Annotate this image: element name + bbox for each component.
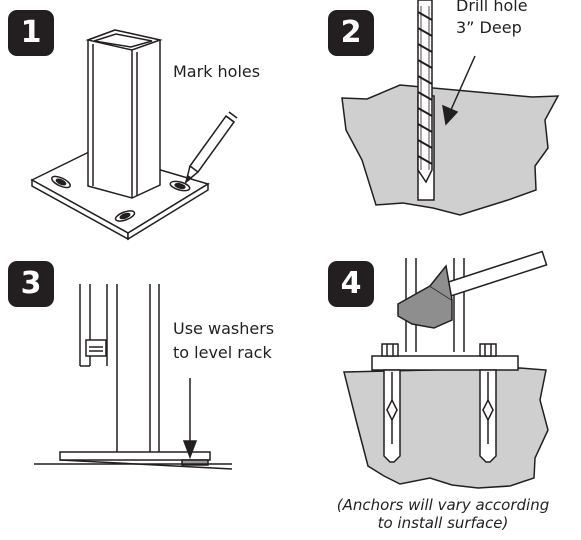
step-3-label-line2: to level rack — [173, 343, 272, 362]
step-1-label: Mark holes — [173, 62, 261, 81]
step-3-label-line1: Use washers — [173, 319, 275, 338]
step-1-number: 1 — [20, 15, 42, 50]
step-4-caption-line1: (Anchors will vary according — [336, 496, 550, 514]
concrete-block — [343, 367, 549, 489]
step4-illustration — [343, 250, 549, 489]
step-3-number: 3 — [20, 266, 42, 301]
step-3-badge: 3 — [8, 261, 54, 307]
step-4-badge: 4 — [328, 261, 374, 307]
step-1-badge: 1 — [8, 10, 54, 56]
step-4-number: 4 — [340, 266, 362, 301]
step-2-label-line2: 3” Deep — [456, 18, 522, 37]
step2-illustration — [341, 0, 560, 216]
step-2-label-line1: Drill hole — [456, 0, 528, 15]
hammer-icon — [397, 250, 548, 329]
step-2-badge: 2 — [328, 10, 374, 56]
step1-illustration — [30, 29, 238, 241]
step3-illustration — [34, 284, 233, 470]
step-2-number: 2 — [340, 15, 362, 50]
concrete-block — [341, 84, 560, 216]
step-4-caption-line2: to install surface) — [377, 514, 509, 532]
step-4-caption: (Anchors will vary according to install … — [312, 496, 574, 532]
